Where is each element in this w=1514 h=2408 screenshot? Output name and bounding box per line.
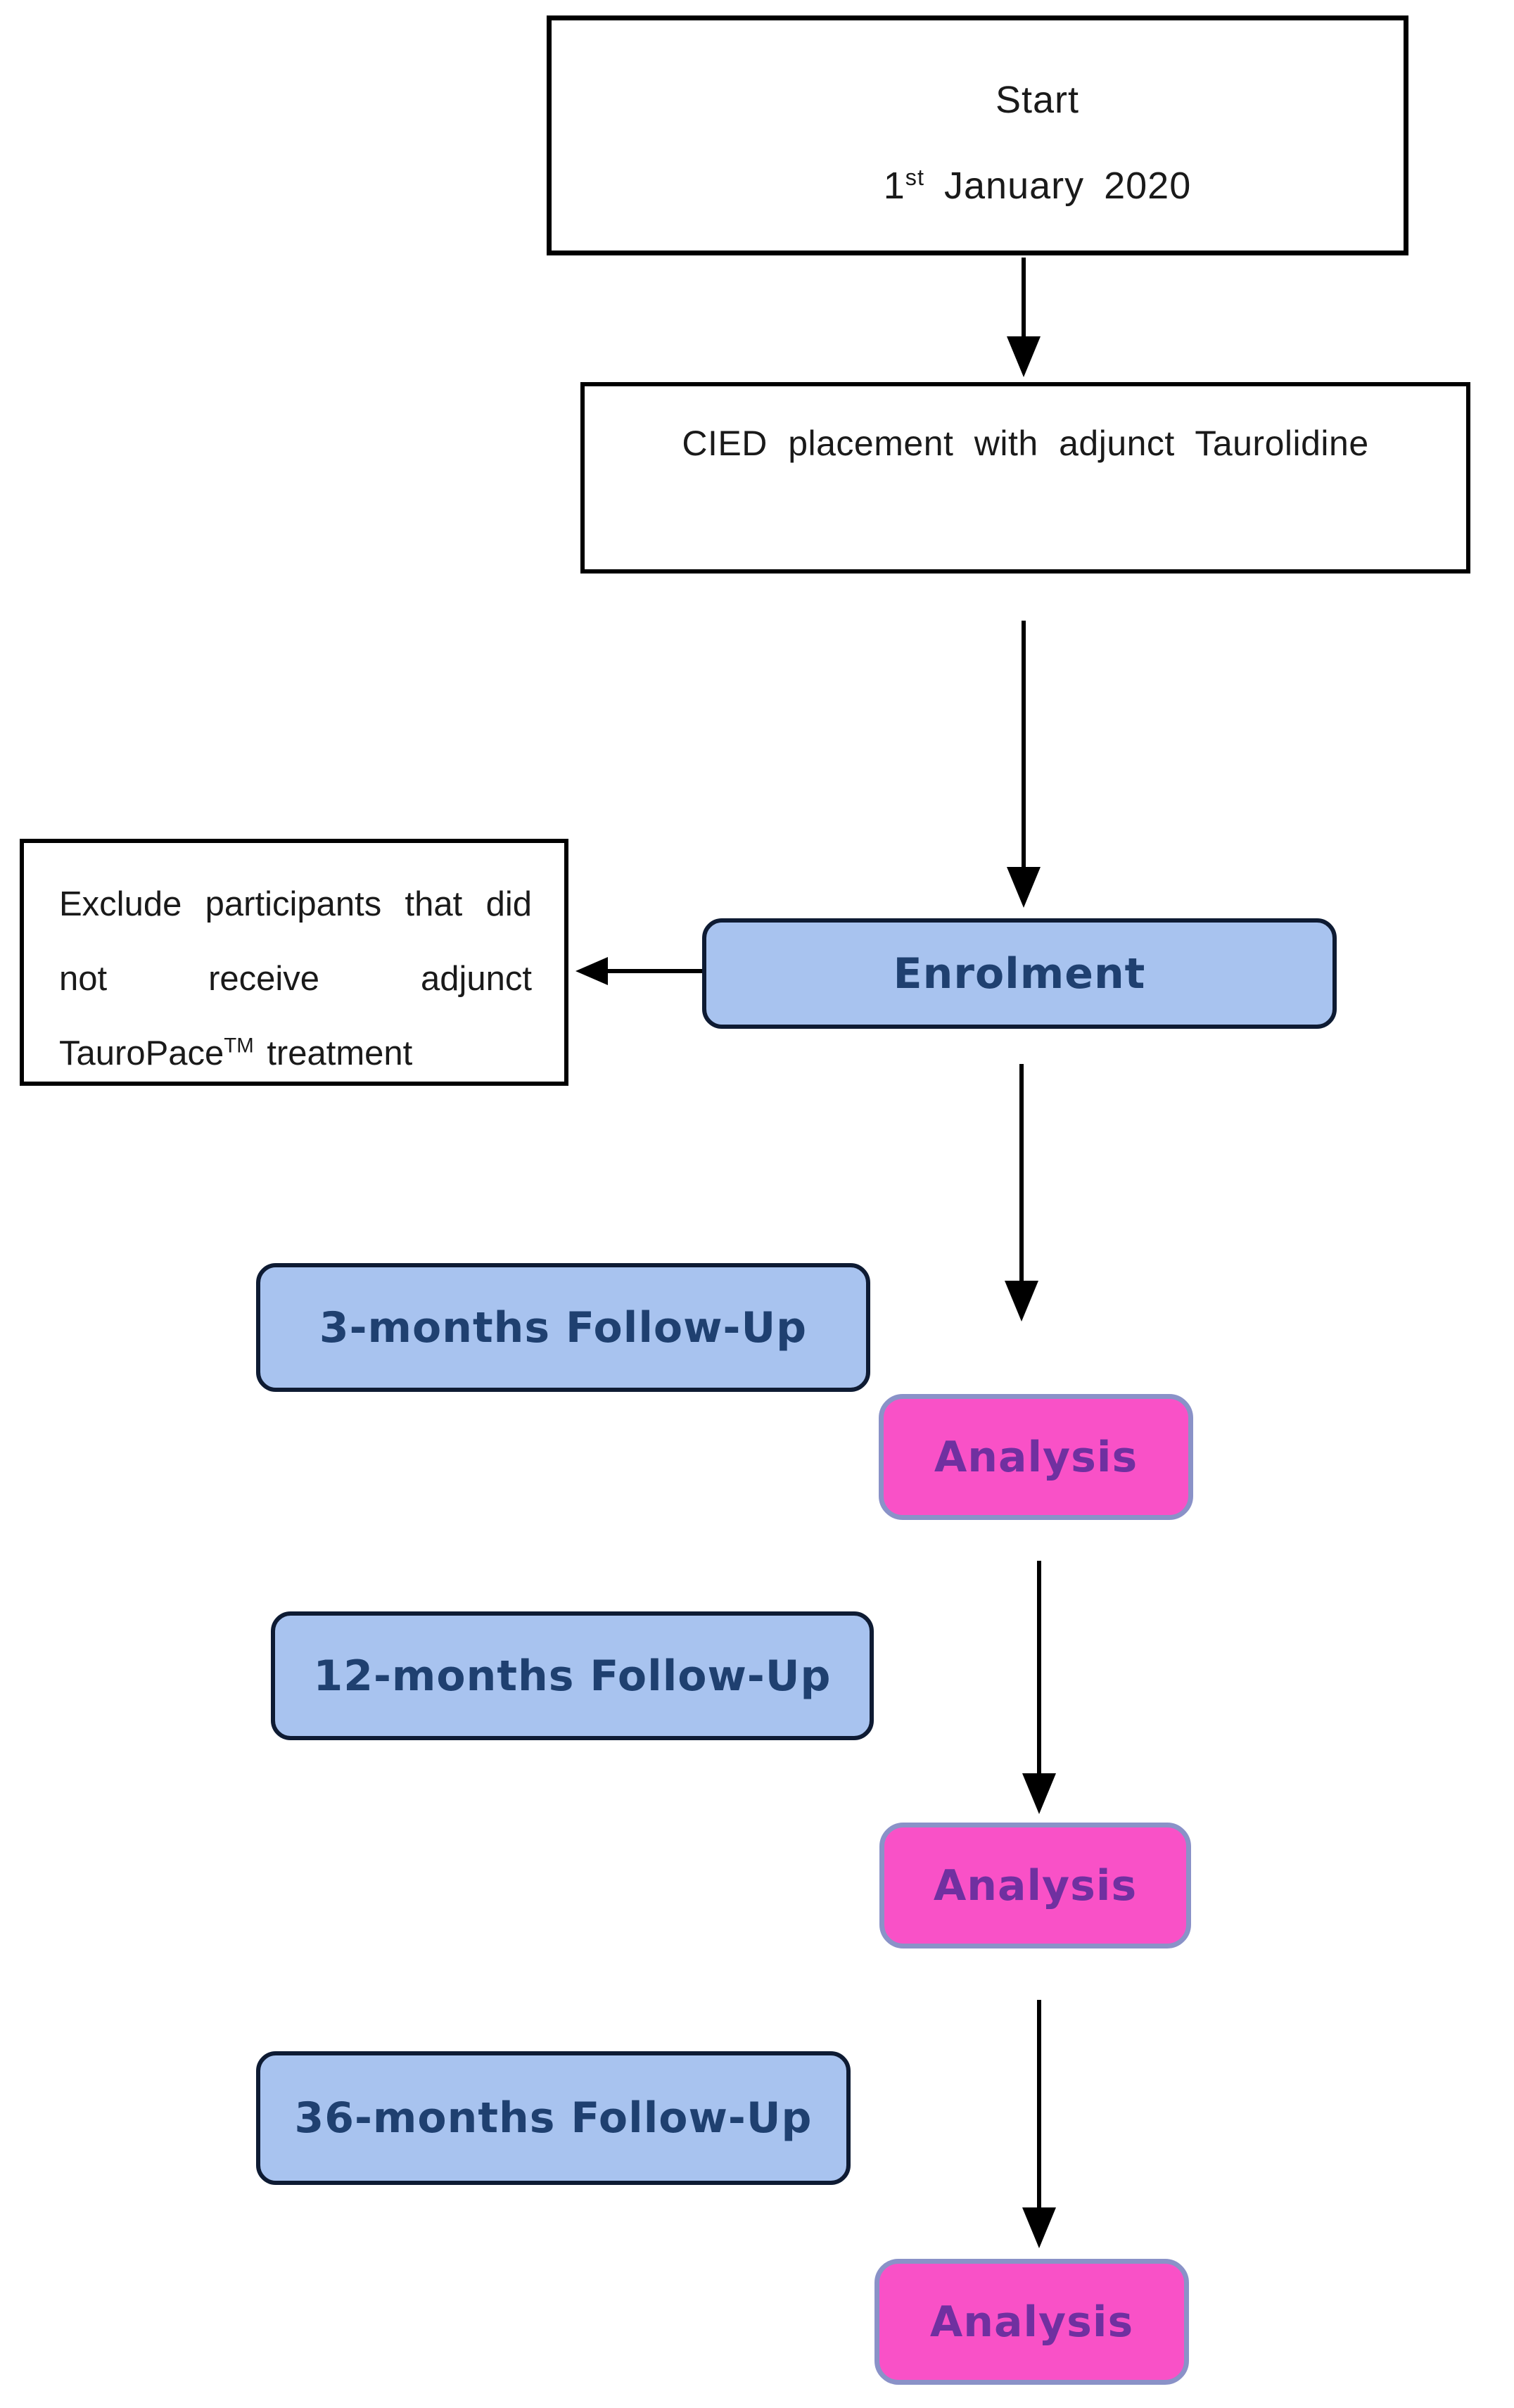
connector-enrolment-exclude-line [606,969,702,973]
start-date-superscript: st [905,165,924,190]
analysis-12m-box: Analysis [879,1823,1191,1948]
analysis-12m-label: Analysis [933,1861,1138,1910]
followup-3m-box: 3-months Follow-Up [256,1263,870,1392]
followup-12m-label: 12-months Follow-Up [313,1651,832,1701]
start-label: Start [995,79,1080,121]
arrow-left-icon [575,957,608,985]
arrow-down-icon [1022,1773,1056,1814]
start-box: Start 1st January 2020 [547,15,1408,255]
analysis-3m-label: Analysis [934,1432,1138,1482]
cied-label: CIED placement with adjunct Taurolidine [682,424,1369,463]
connector-analysis1-analysis2-line [1037,1561,1041,1773]
exclude-text-tail: treatment [253,1034,413,1072]
connector-start-cied-line [1022,258,1026,338]
analysis-3m-box: Analysis [879,1394,1193,1520]
arrow-down-icon [1022,2207,1056,2248]
arrow-down-icon [1007,336,1041,377]
followup-36m-box: 36-months Follow-Up [256,2051,851,2185]
followup-3m-label: 3-months Follow-Up [319,1303,808,1352]
analysis-36m-label: Analysis [929,2297,1134,2347]
exclude-text: Exclude participants that did not receiv… [59,885,532,1072]
enrolment-box: Enrolment [702,918,1337,1029]
analysis-36m-box: Analysis [874,2259,1189,2385]
cied-box: CIED placement with adjunct Taurolidine [580,382,1470,574]
trademark-superscript: TM [224,1034,254,1058]
enrolment-label: Enrolment [893,949,1146,999]
connector-analysis2-analysis3-line [1037,2000,1041,2207]
connector-enrolment-analysis1-line [1019,1064,1024,1281]
followup-36m-label: 36-months Follow-Up [294,2093,813,2143]
exclude-box: Exclude participants that did not receiv… [20,839,568,1086]
followup-12m-box: 12-months Follow-Up [271,1611,874,1740]
arrow-down-icon [1005,1281,1038,1322]
arrow-down-icon [1007,867,1041,908]
start-date: 1st January 2020 [883,165,1192,207]
connector-cied-enrolment-line [1022,621,1026,867]
